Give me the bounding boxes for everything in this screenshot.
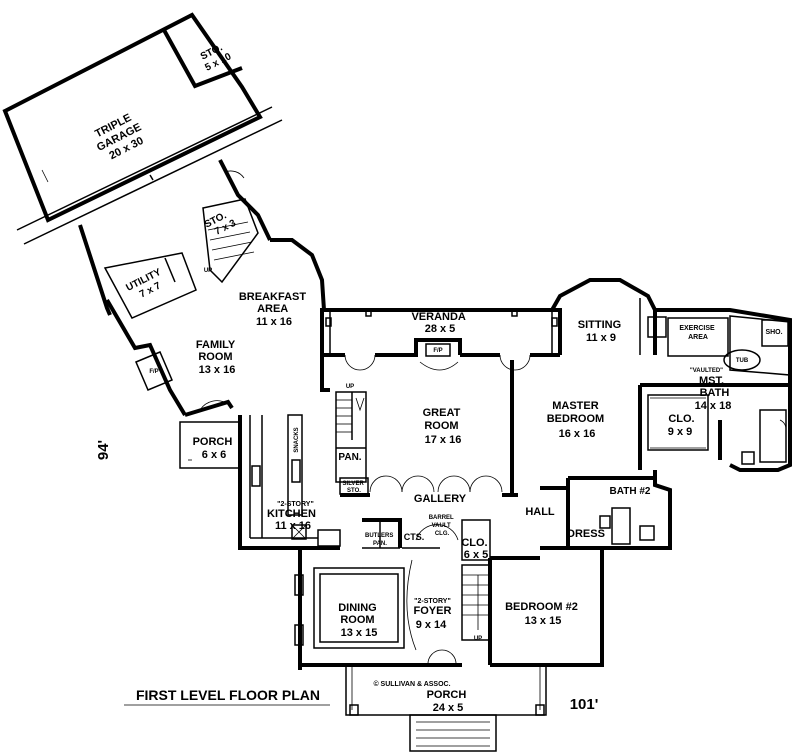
butlers-pantry-label: BUTLERS PAN. [365,533,395,547]
exercise-label: EXERCISE AREA [679,325,716,341]
front-porch-label: PORCH 24 x 5 [427,689,470,714]
bedroom2-label: BEDROOM #2 13 x 15 [505,601,581,627]
shower-label: SHO. [765,329,782,336]
front-porch [345,649,547,752]
plan-title: FIRST LEVEL FLOOR PLAN [136,687,320,703]
silver-storage-label: SILVER STO. [343,481,366,494]
tub-label: TUB [736,358,749,364]
fireplace-mark-family: F/P [149,369,158,375]
gallery-label: GALLERY [414,493,467,505]
foyer-label: "2-STORY" FOYER 9 x 14 [414,594,455,631]
stair-up-mark-foyer: UP [474,636,482,642]
dimension-depth: 94' [95,440,112,460]
master-closet-label: CLO. 9 x 9 [668,413,698,438]
garage-label: TRIPLE GARAGE 20 x 30 [89,108,152,165]
kitchen-label: "2-STORY" KITCHEN 11 x 16 [267,497,319,532]
utility-label: UTILITY 7 x 7 [124,266,170,305]
bedroom2-wing [488,470,672,667]
foyer-closet-label: CLO. 6 x 5 [461,537,490,561]
side-porch-label: PORCH 6 x 6 [193,436,236,461]
plan-marks: UP UP UP F/P F/P [149,268,482,642]
veranda [320,308,562,371]
snacks-label: SNACKS [294,427,300,452]
dining-area [294,546,462,670]
family-wing [78,159,326,417]
stair-up-mark-great-room: UP [346,384,354,390]
dress-label: DRESS [567,528,605,540]
barrel-vault-label: BARREL VAULT CLG. [429,515,456,537]
garage-wing [2,12,283,245]
fireplace-mark-veranda: F/P [433,348,442,354]
gallery-arches [340,360,518,497]
hall-label: HALL [525,506,555,518]
bath2-label: BATH #2 [610,486,651,497]
great-room-stair [320,355,369,495]
dining-room-label: DINING ROOM 13 x 15 [338,602,380,639]
foyer-area [362,518,491,651]
dimension-width: 101' [570,696,599,713]
master-wing [550,278,792,472]
room-labels: TRIPLE GARAGE 20 x 30 STO. 5 x 10 STO. 7… [89,42,782,714]
veranda-label: VERANDA 28 x 5 [411,311,468,335]
family-room-label: FAMILY ROOM 13 x 16 [196,339,238,376]
pantry-label: PAN. [338,452,361,463]
master-bath-label: "VAULTED" MST. BATH 14 x 18 [690,363,733,412]
sitting-label: SITTING 11 x 9 [578,319,624,344]
stair-up-mark-utility: UP [204,268,212,274]
breakfast-label: BREAKFAST AREA 11 x 16 [239,291,309,328]
copyright-notice: © SULLIVAN & ASSOC. [373,680,450,688]
master-bedroom-label: MASTER BEDROOM 16 x 16 [547,400,608,440]
great-room-label: GREAT ROOM 17 x 16 [423,407,464,446]
cabinets-label: CTS. [404,532,425,542]
